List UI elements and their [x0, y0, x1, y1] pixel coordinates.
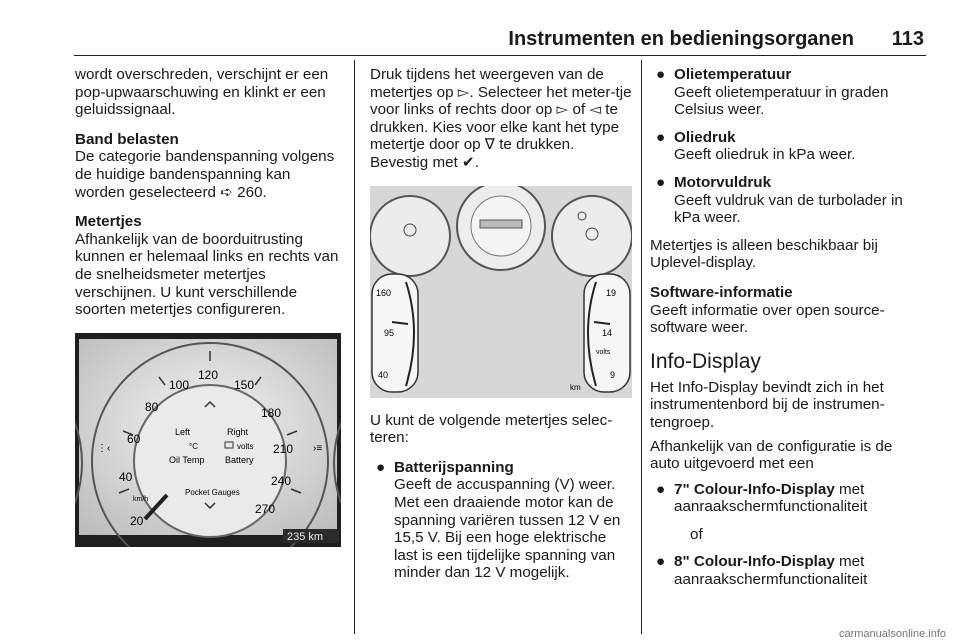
left-gauge-label: 40: [378, 370, 388, 380]
list-item-body: 8" Colour-Info-Display met aanraakscherm…: [674, 553, 868, 589]
celsius-unit: °C: [189, 442, 198, 451]
km-unit: km: [570, 383, 581, 392]
page-number: 113: [891, 28, 924, 50]
bullet-icon: ●: [656, 128, 666, 146]
section-title: Band belasten: [75, 130, 179, 148]
speed-label: 60: [127, 432, 141, 446]
list-item: ● Motorvuldruk Geeft vuldruk van de turb…: [650, 174, 926, 227]
list-item-body: Geeft de accuspanning (V) weer. Met een …: [394, 476, 621, 582]
paragraph: Afhankelijk van de configuratie is de au…: [650, 437, 893, 473]
bullet-icon: ●: [656, 66, 666, 83]
section-title: Software-informatie: [650, 283, 793, 301]
list-item: ● Olietemperatuur Geeft olietemperatuur …: [650, 66, 926, 119]
bullet-icon: ●: [656, 553, 666, 571]
bullet-icon: ●: [376, 458, 386, 476]
section-band-belasten: Band belasten De categorie bandenspannin…: [75, 131, 341, 201]
list-item-title: Olietemperatuur: [674, 66, 792, 83]
list-item-title: Motorvuldruk: [674, 173, 772, 191]
chevron-down-icon: [204, 502, 216, 509]
cluster-figure-pocket-gauges: 160 95 40 19 14 9 volts km: [370, 185, 632, 398]
speed-label: 180: [261, 406, 281, 420]
right-label: Right: [227, 427, 249, 437]
kmh-label: km/h: [133, 496, 148, 503]
list-item: ● Oliedruk Geeft oliedruk in kPa weer.: [650, 129, 926, 164]
list-item-body: 7" Colour-Info-Display met aanraakscherm…: [674, 480, 868, 516]
speed-label: 80: [145, 400, 159, 414]
section-metertjes: Metertjes Afhankelijk van de boorduitrus…: [75, 213, 341, 319]
section-heading: Info-Display: [650, 349, 761, 373]
right-arrow-icon: ›≡: [313, 443, 322, 454]
column-2: Druk tijdens het weergeven van de metert…: [370, 66, 632, 592]
header-rule: [74, 55, 926, 56]
section-title: Metertjes: [75, 213, 142, 231]
list-item: ● 8" Colour-Info-Display met aanraaksche…: [650, 553, 926, 588]
paragraph: Metertjes is alleen beschikbaar bij Uple…: [650, 236, 878, 272]
list-item: ● 7" Colour-Info-Display met aanraaksche…: [650, 481, 926, 516]
section-software-informatie: Software-informatie Geeft informatie ove…: [650, 284, 926, 337]
right-gauge-label: 14: [602, 328, 612, 338]
list-item-body: Geeft olietemperatuur in graden Celsius …: [674, 83, 889, 119]
list-item-body: Geeft oliedruk in kPa weer.: [674, 146, 856, 164]
paragraph-or: of: [690, 525, 703, 543]
right-gauge-label: 19: [606, 288, 616, 298]
speed-label: 240: [271, 474, 291, 488]
speed-label: 150: [234, 378, 254, 392]
bullet-icon: ●: [656, 173, 666, 191]
speed-label: 100: [169, 378, 189, 392]
section-body: Afhankelijk van de boorduitrusting kunne…: [75, 230, 339, 319]
left-label: Left: [175, 427, 191, 437]
list-item-body: Geeft vuldruk van de turbolader in kPa w…: [674, 191, 903, 227]
left-arrow-icon: ⋮‹: [97, 443, 110, 454]
right-pocket-gauge-edge: [333, 422, 341, 504]
battery-icon: [224, 441, 234, 449]
volts-unit: volts: [237, 442, 253, 451]
volts-unit: volts: [596, 349, 611, 356]
oil-temp-label: Oil Temp: [169, 455, 204, 465]
right-gauge-label: 9: [610, 370, 615, 380]
speedometer-needle: [143, 493, 169, 521]
paragraph: U kunt de volgende metertjes selec-teren…: [370, 411, 613, 447]
paragraph: Druk tijdens het weergeven van de metert…: [370, 66, 632, 171]
page-title: Instrumenten en bedieningsorganen: [508, 28, 854, 50]
page-header: Instrumenten en bedieningsorganen 113: [74, 22, 926, 56]
list-item-title: Oliedruk: [674, 128, 736, 146]
paragraph: wordt overschreden, verschijnt er een po…: [75, 66, 329, 119]
right-pocket-gauge: [583, 272, 631, 393]
list-item-title: Batterijspanning: [394, 458, 514, 476]
chevron-up-icon: [204, 400, 216, 408]
speed-label: 270: [255, 502, 275, 516]
section-body: Geeft informatie over open source-softwa…: [650, 301, 885, 337]
list-item: ● Batterijspanning Geeft de accuspanning…: [370, 459, 632, 582]
left-pocket-gauge: [371, 272, 419, 393]
speed-label: 20: [130, 514, 144, 528]
odometer-readout: 235 km: [287, 531, 323, 543]
bullet-icon: ●: [656, 480, 666, 498]
paragraph: Het Info-Display bevindt zich in het ins…: [650, 378, 885, 431]
cluster-figure-speedometer: 20 40 60 80 100 120 150 180 210 240 270 …: [75, 332, 341, 547]
column-divider: [354, 60, 355, 634]
column-1: wordt overschreden, verschijnt er een po…: [75, 66, 341, 561]
arrow-reference-icon: ➪: [220, 183, 238, 201]
speed-label: 210: [273, 442, 293, 456]
column-3: ● Olietemperatuur Geeft olietemperatuur …: [650, 66, 926, 599]
speed-label: 40: [119, 470, 133, 484]
column-divider: [641, 60, 642, 634]
left-pocket-gauge-edge: [75, 422, 83, 504]
pocket-gauges-label: Pocket Gauges: [185, 488, 240, 497]
left-gauge-label: 95: [384, 328, 394, 338]
section-body: De categorie bandenspanning volgens de h…: [75, 148, 335, 201]
watermark: carmanualsonline.info: [838, 628, 946, 640]
speed-label: 120: [198, 368, 218, 382]
battery-label: Battery: [225, 455, 254, 465]
left-gauge-label: 160: [376, 288, 391, 298]
